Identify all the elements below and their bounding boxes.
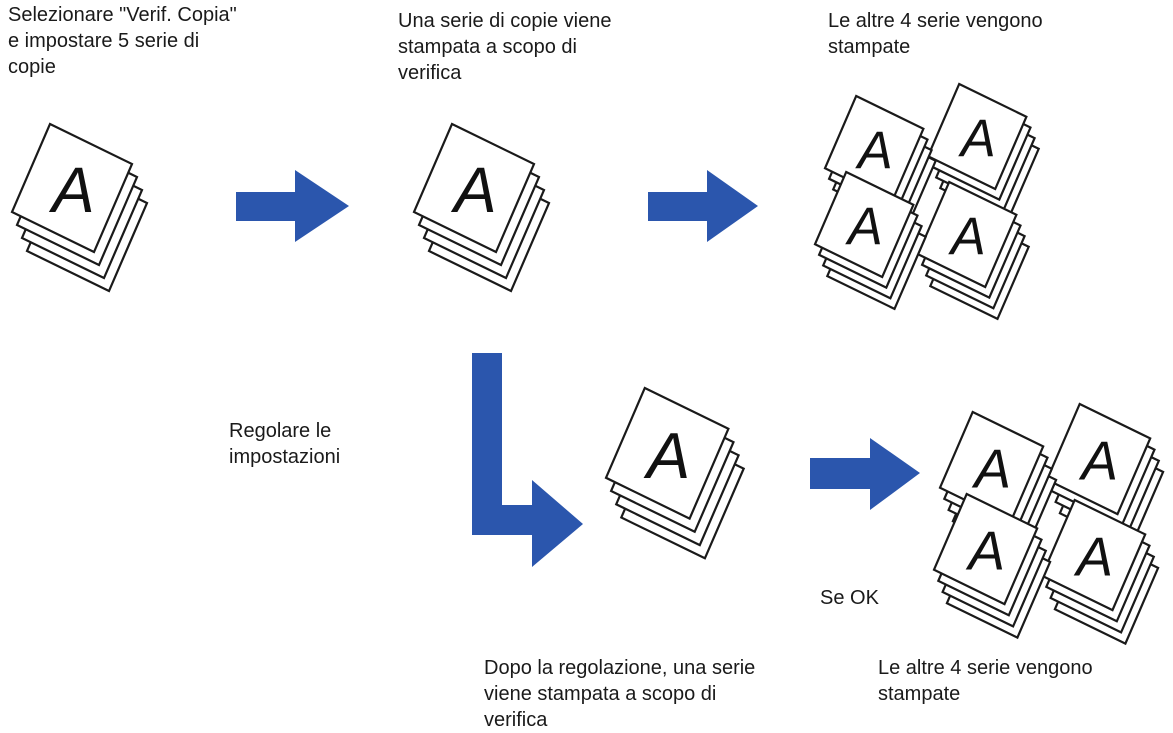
paper-stack-icon: A xyxy=(916,180,1031,321)
sheet-letter: A xyxy=(1073,526,1113,588)
arrow-right-icon xyxy=(236,170,349,242)
sheet-letter: A xyxy=(48,154,95,226)
caption-if-ok: Se OK xyxy=(820,587,879,609)
caption-after-adjustment: Dopo la regolazione, una serie viene sta… xyxy=(484,657,756,731)
paper-stack-icon: A xyxy=(10,122,149,293)
sheet-letter: A xyxy=(855,121,893,180)
sheet-letter: A xyxy=(965,520,1005,582)
paper-stack-icon: A xyxy=(926,82,1041,223)
sheet-letter: A xyxy=(1078,430,1118,492)
sheet-letter: A xyxy=(971,438,1011,500)
arrow-right-icon xyxy=(810,438,920,510)
caption-one-set-printed: Una serie di copie viene stampata a scop… xyxy=(398,10,612,84)
caption-remaining-sets: Le altre 4 serie vengono stampate xyxy=(828,10,1043,58)
sheet-letter: A xyxy=(845,197,883,256)
arrow-right-icon xyxy=(648,170,758,242)
paper-stack-icon: A xyxy=(932,492,1052,640)
paper-stack-icon: A xyxy=(604,386,746,560)
caption-remaining-sets-final: Le altre 4 serie vengono stampate xyxy=(878,657,1093,705)
paper-stack-icon: A xyxy=(412,122,551,293)
elbow-arrow-icon xyxy=(472,353,583,567)
caption-select-proof-copy: Selezionare "Verif. Copia" e impostare 5… xyxy=(8,4,237,78)
sheet-letter: A xyxy=(450,154,497,226)
sheet-letter: A xyxy=(948,207,986,266)
paper-stack-icon: A xyxy=(1040,498,1160,646)
sheet-letter: A xyxy=(958,109,996,168)
paper-stack-icon: A xyxy=(813,170,928,311)
caption-adjust-settings: Regolare le impostazioni xyxy=(229,420,341,468)
sheet-letter: A xyxy=(643,419,691,492)
